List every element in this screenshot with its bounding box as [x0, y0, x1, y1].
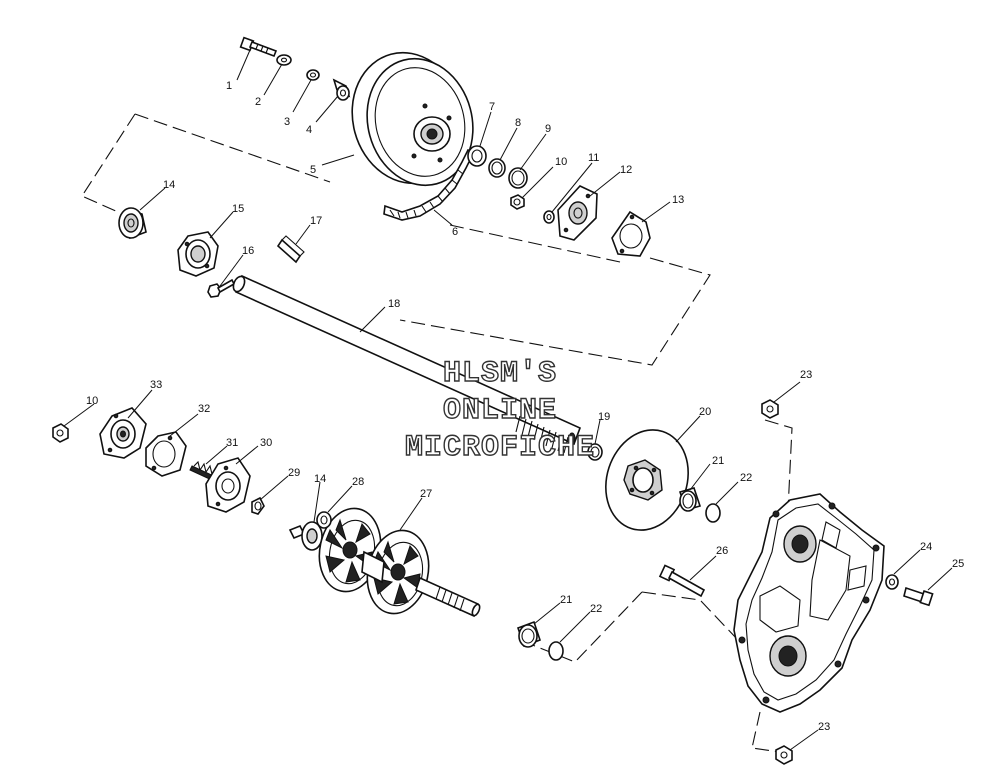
- part-30-flange: [205, 457, 251, 513]
- part-23-nut-lower: [775, 745, 793, 765]
- callout-19: 19: [598, 411, 610, 423]
- callout-20: 20: [699, 406, 711, 418]
- callout-14-lower: 14: [314, 473, 326, 485]
- part-4-bushing: [332, 78, 351, 101]
- part-2-washer: [276, 54, 292, 66]
- callout-17: 17: [310, 215, 322, 227]
- callout-25: 25: [952, 558, 964, 570]
- callout-4: 4: [306, 124, 312, 136]
- part-25-bolt: [903, 586, 934, 607]
- watermark-line-2: ONLINE: [443, 394, 557, 428]
- part-5-pulley: [351, 51, 474, 187]
- callout-8: 8: [515, 117, 521, 129]
- part-14-bearing: [118, 207, 147, 240]
- callout-28: 28: [352, 476, 364, 488]
- part-21-bushing-lower: [516, 620, 542, 648]
- part-10-nut: [510, 194, 525, 210]
- callout-24: 24: [920, 541, 932, 553]
- callout-31: 31: [226, 437, 238, 449]
- part-11-washer: [543, 210, 555, 224]
- callout-14: 14: [163, 179, 175, 191]
- callout-13: 13: [672, 194, 684, 206]
- callout-27: 27: [420, 488, 432, 500]
- callout-6: 6: [452, 226, 458, 238]
- callout-30: 30: [260, 437, 272, 449]
- callout-16: 16: [242, 245, 254, 257]
- part-19-ring: [587, 443, 603, 461]
- part-3-washer: [306, 69, 320, 81]
- callout-23-lower: 23: [818, 721, 830, 733]
- watermark-line-1: HLSM'S: [443, 357, 557, 391]
- part-12-plate: [557, 185, 598, 241]
- part-10-nut-lower: [52, 423, 69, 443]
- callout-21: 21: [712, 455, 724, 467]
- callout-labels: 1 2 3 4 5 6 7 8 9 10 11 12 13 14 15 16 1…: [86, 80, 964, 733]
- assembly-dashed-lines: [81, 113, 793, 753]
- part-28-fitting: [316, 511, 332, 529]
- part-23-nut-upper: [761, 399, 779, 419]
- part-24-washer: [885, 574, 899, 590]
- callout-23: 23: [800, 369, 812, 381]
- callout-29: 29: [288, 467, 300, 479]
- callout-5: 5: [310, 164, 316, 176]
- part-33-bearing-flange: [99, 407, 147, 459]
- part-27-drive-assembly: [288, 507, 481, 618]
- part-29-fitting: [251, 496, 265, 515]
- part-15-flange: [177, 231, 219, 277]
- callout-22: 22: [740, 472, 752, 484]
- part-13-flange: [611, 210, 651, 257]
- part-16-bolt: [207, 278, 236, 298]
- watermark: HLSM'S ONLINE MICROFICHE: [404, 356, 595, 465]
- callout-7: 7: [489, 101, 495, 113]
- part-32-gasket: [145, 431, 187, 477]
- callout-32: 32: [198, 403, 210, 415]
- callout-22-lower: 22: [590, 603, 602, 615]
- callout-1: 1: [226, 80, 232, 92]
- leader-lines: [63, 49, 953, 751]
- callout-26: 26: [716, 545, 728, 557]
- watermark-line-3: MICROFICHE: [405, 431, 595, 465]
- callout-3: 3: [284, 116, 290, 128]
- part-9-seal: [508, 167, 528, 189]
- part-22-seal-upper: [705, 503, 721, 523]
- part-7-ring: [467, 145, 487, 167]
- callout-9: 9: [545, 123, 551, 135]
- callout-15: 15: [232, 203, 244, 215]
- part-18-shaft: [232, 274, 582, 454]
- part-1-bolt: [239, 36, 278, 58]
- callout-10: 10: [555, 156, 567, 168]
- part-26-bolt: [658, 564, 706, 598]
- callout-2: 2: [255, 96, 261, 108]
- part-17-key: [276, 235, 305, 264]
- callout-33: 33: [150, 379, 162, 391]
- part-22-seal-lower: [548, 641, 564, 661]
- part-20-disc: [605, 429, 689, 531]
- callout-21-lower: 21: [560, 594, 572, 606]
- callout-10-lower: 10: [86, 395, 98, 407]
- callout-11: 11: [588, 152, 599, 164]
- part-8-ring: [488, 158, 506, 178]
- gear-case-housing: [733, 493, 885, 713]
- callout-18: 18: [388, 298, 400, 310]
- part-21-bushing-upper: [678, 487, 702, 512]
- callout-12: 12: [620, 164, 632, 176]
